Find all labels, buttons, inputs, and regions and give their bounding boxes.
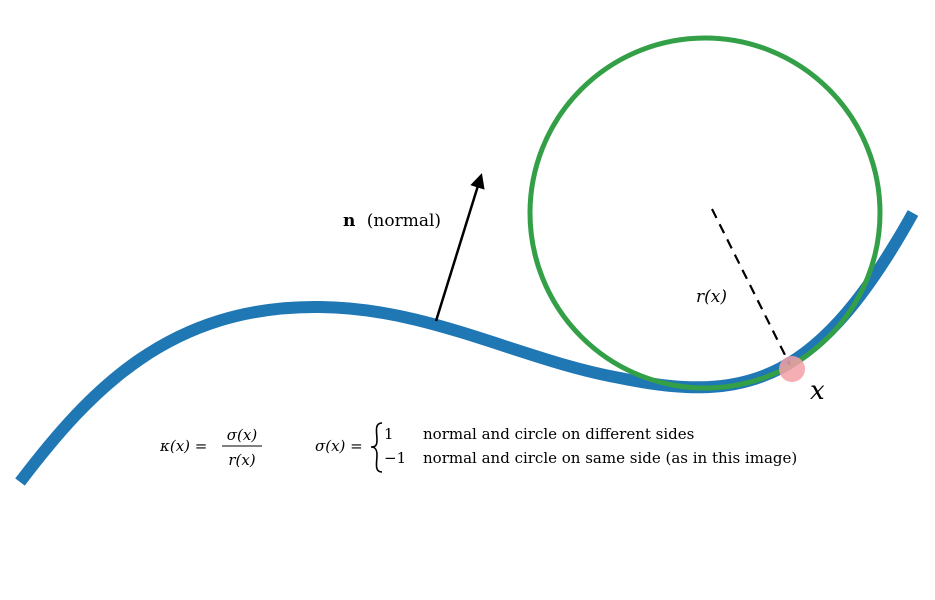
kappa-formula: κ(x) = σ(x) r(x)	[159, 426, 262, 469]
sigma-brace	[370, 422, 383, 473]
sigma-formula: σ(x) = 1 normal and circle on different …	[315, 422, 797, 473]
normal-arrow-icon	[434, 173, 485, 322]
case2-value: −1	[384, 449, 406, 467]
osculating-circle	[527, 35, 883, 391]
kappa-denominator: r(x)	[228, 451, 255, 469]
case2-text: normal and circle on same side (as in th…	[423, 449, 797, 467]
normal-label-bold: n	[343, 211, 355, 231]
point-label: x	[810, 376, 825, 406]
case1-text: normal and circle on different sides	[423, 425, 694, 443]
radius-line	[711, 208, 791, 366]
normal-label-text: (normal)	[367, 211, 441, 231]
tangent-point	[779, 356, 805, 382]
normal-label: n (normal)	[343, 211, 441, 231]
sigma-lhs: σ(x) =	[315, 437, 363, 455]
radius-label: r(x)	[696, 287, 727, 307]
case1-value: 1	[384, 425, 394, 443]
kappa-numerator: σ(x)	[227, 426, 258, 444]
kappa-lhs: κ(x) =	[159, 437, 207, 455]
